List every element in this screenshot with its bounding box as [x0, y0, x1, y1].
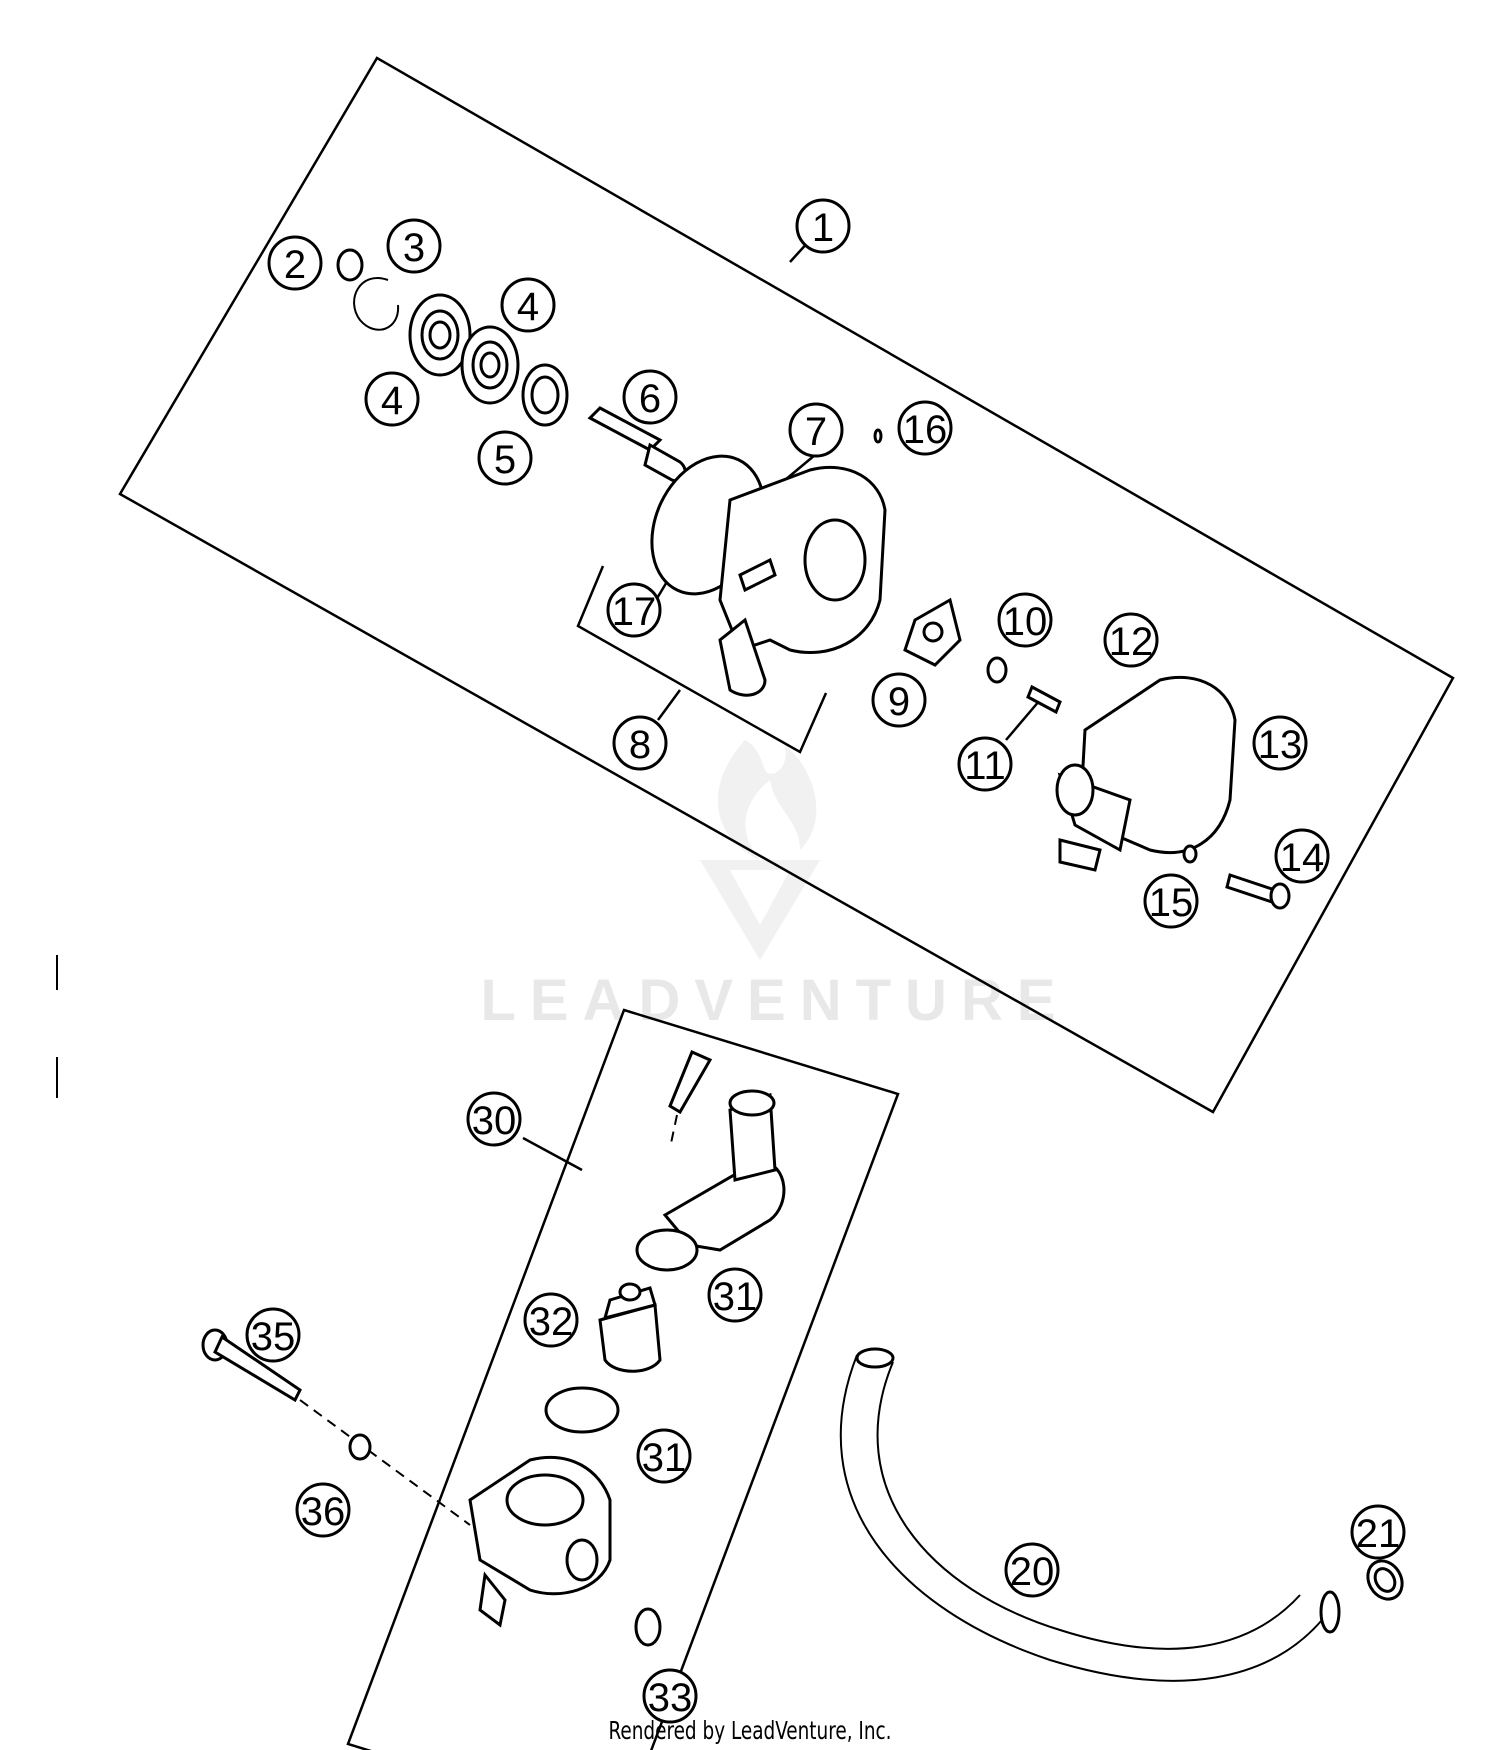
leader-line	[522, 1136, 583, 1172]
pump-housing-bracket	[576, 565, 828, 754]
hose-end	[855, 1347, 895, 1369]
callout-1: 1	[795, 198, 851, 254]
thermostat-housing	[468, 1455, 612, 1628]
svg-text:13: 13	[1258, 723, 1303, 767]
callout-11: 11	[957, 736, 1013, 792]
svg-text:4: 4	[381, 379, 403, 423]
svg-text:1: 1	[812, 206, 834, 250]
svg-text:20: 20	[1010, 1550, 1055, 1594]
svg-text:12: 12	[1109, 620, 1154, 664]
callout-6: 6	[622, 369, 678, 425]
shaft-seal	[521, 363, 569, 427]
callout-12: 12	[1103, 612, 1159, 668]
svg-text:30: 30	[472, 1099, 517, 1143]
callout-14: 14	[1274, 828, 1330, 884]
callout-32: 32	[523, 1292, 579, 1348]
callout-33: 33	[642, 1668, 698, 1724]
thermostat	[598, 1282, 662, 1373]
svg-text:21: 21	[1356, 1512, 1401, 1556]
callout-21: 21	[1350, 1504, 1406, 1560]
svg-text:15: 15	[1149, 881, 1194, 925]
footer-credit: Rendered by LeadVenture, Inc.	[608, 1716, 892, 1745]
pump-housing	[650, 454, 887, 697]
svg-text:5: 5	[494, 438, 516, 482]
hose-end	[1319, 1590, 1341, 1634]
impeller-screw	[1026, 684, 1062, 715]
callout-35: 35	[245, 1307, 301, 1363]
washer	[986, 656, 1008, 684]
svg-text:36: 36	[301, 1490, 346, 1534]
thermostat-seal-lower	[544, 1386, 620, 1434]
svg-text:9: 9	[888, 680, 910, 724]
svg-text:16: 16	[903, 408, 948, 452]
dowel-pin	[873, 428, 883, 444]
callout-31: 31	[707, 1267, 763, 1323]
svg-text:2: 2	[284, 243, 306, 287]
impeller	[903, 597, 962, 667]
svg-text:31: 31	[642, 1436, 687, 1480]
leader-line	[784, 454, 816, 481]
hose-clamp	[1366, 1559, 1404, 1601]
callout-20: 20	[1004, 1542, 1060, 1598]
leader-line	[656, 689, 682, 721]
callout-9: 9	[871, 672, 927, 728]
svg-text:7: 7	[805, 410, 827, 454]
pump-cover	[1055, 675, 1237, 872]
circlip	[336, 248, 364, 282]
svg-text:4: 4	[517, 285, 539, 329]
water-pump-group-frame	[118, 56, 1455, 1114]
thermostat-group-frame	[346, 1008, 900, 1750]
callout-30: 30	[466, 1091, 522, 1147]
bolt-assembly-path	[299, 1399, 471, 1526]
callout-3: 3	[386, 218, 442, 274]
svg-text:17: 17	[612, 590, 657, 634]
callout-31b: 31	[636, 1428, 692, 1484]
svg-text:6: 6	[639, 377, 661, 421]
callout-16: 16	[897, 400, 953, 456]
callout-15: 15	[1143, 873, 1199, 929]
svg-text:33: 33	[648, 1676, 693, 1720]
mounting-bolt	[201, 1328, 302, 1403]
assembly-path	[669, 1114, 678, 1149]
callout-2: 2	[267, 235, 323, 291]
svg-text:32: 32	[529, 1300, 574, 1344]
svg-text:31: 31	[713, 1275, 758, 1319]
bearing-lower	[460, 325, 520, 405]
svg-text:14: 14	[1280, 836, 1325, 880]
callout-7: 7	[788, 402, 844, 458]
thermostat-cover	[662, 1050, 786, 1252]
bolt-washer	[348, 1433, 372, 1461]
callout-17: 17	[606, 582, 662, 638]
svg-text:35: 35	[251, 1315, 296, 1359]
cover-screw	[1225, 873, 1291, 910]
svg-text:10: 10	[1003, 600, 1048, 644]
coolant-hose-inner	[876, 1361, 1301, 1650]
callout-8: 8	[612, 715, 668, 771]
o-ring-outlet	[634, 1607, 662, 1647]
leader-line	[1005, 699, 1041, 741]
callout-4b: 4	[364, 371, 420, 427]
svg-text:11: 11	[964, 744, 1006, 788]
thermostat-seal-upper	[635, 1228, 699, 1272]
callout-5: 5	[477, 430, 533, 486]
svg-text:8: 8	[629, 723, 651, 767]
svg-text:3: 3	[403, 226, 425, 270]
bearing-upper	[408, 293, 472, 377]
coolant-hose-outer	[839, 1354, 1323, 1682]
callout-13: 13	[1252, 715, 1308, 771]
callout-10: 10	[997, 592, 1053, 648]
leadventure-watermark-logo	[700, 740, 820, 960]
watermark-text: LEADVENTURE	[480, 968, 1069, 1033]
callout-4: 4	[500, 277, 556, 333]
callout-36: 36	[295, 1482, 351, 1538]
snap-ring	[353, 277, 400, 331]
o-ring-small	[1182, 844, 1198, 864]
